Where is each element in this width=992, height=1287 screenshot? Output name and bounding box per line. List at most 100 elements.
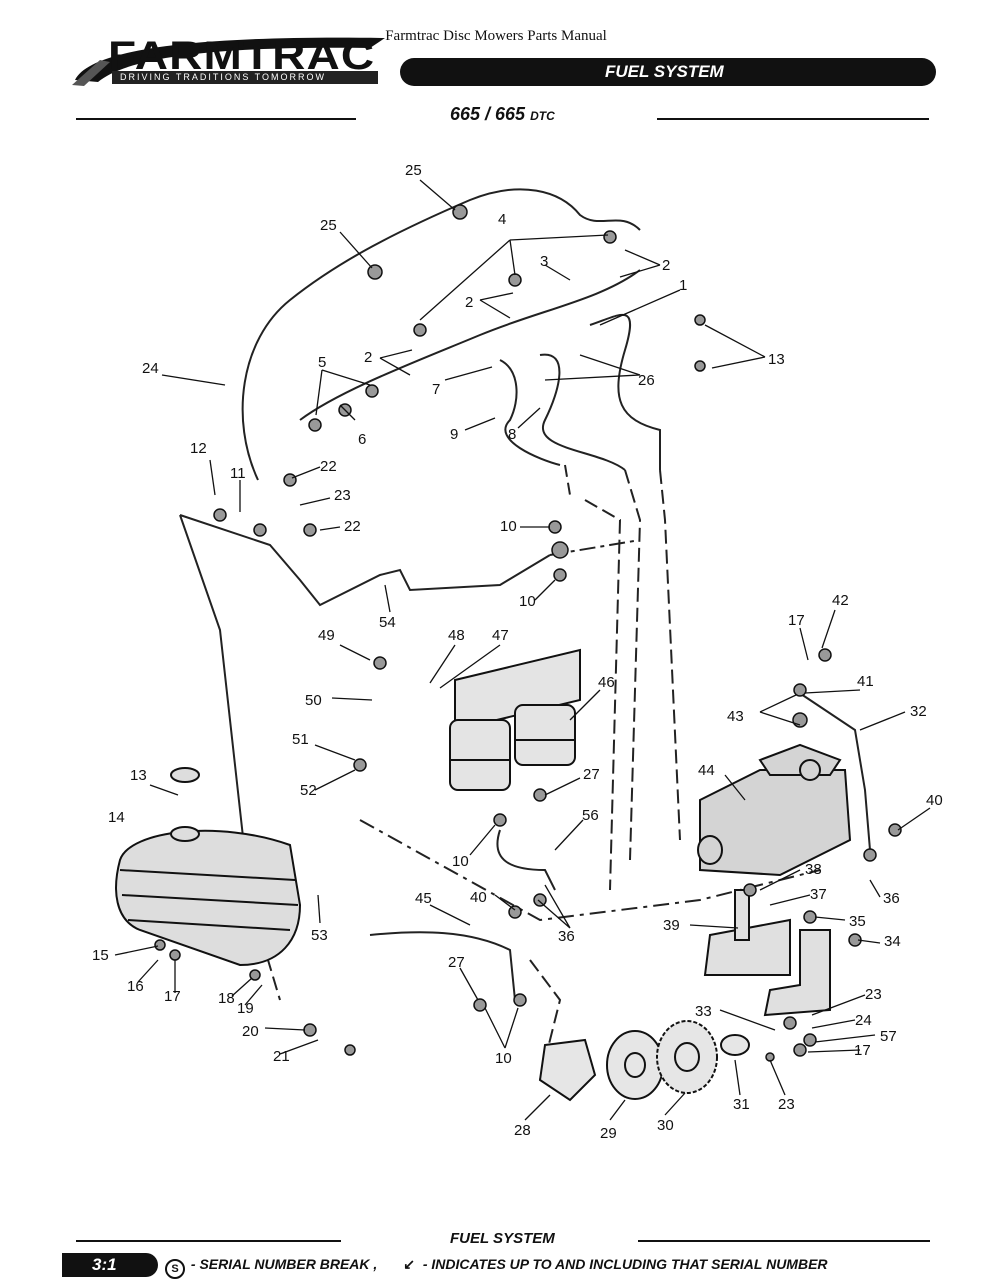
callout: 27 bbox=[448, 954, 465, 971]
callout: 52 bbox=[300, 782, 317, 799]
callout: 24 bbox=[142, 360, 159, 377]
callout: 40 bbox=[470, 889, 487, 906]
callout: 7 bbox=[432, 381, 440, 398]
document-title: Farmtrac Disc Mowers Parts Manual bbox=[385, 28, 607, 44]
callout: 19 bbox=[237, 1000, 254, 1017]
serial-break-text: - SERIAL NUMBER BREAK , bbox=[190, 1256, 378, 1272]
callout: 32 bbox=[910, 703, 927, 720]
callout: 45 bbox=[415, 890, 432, 907]
callout: 56 bbox=[582, 807, 599, 824]
leader-lines bbox=[114, 179, 931, 1121]
callout: 38 bbox=[805, 861, 822, 878]
footer-rule-left bbox=[76, 1240, 341, 1242]
callout: 34 bbox=[884, 933, 901, 950]
drive-gears bbox=[538, 1020, 750, 1102]
callout: 46 bbox=[598, 674, 615, 691]
callout: 44 bbox=[698, 762, 715, 779]
callout: 2 bbox=[465, 294, 473, 311]
callout: 11 bbox=[230, 465, 246, 482]
callout: 16 bbox=[127, 978, 144, 995]
model-suffix: DTC bbox=[530, 109, 555, 123]
footer-rule-right bbox=[638, 1240, 930, 1242]
callout: 47 bbox=[492, 627, 509, 644]
callout: 21 bbox=[273, 1048, 290, 1065]
callout: 39 bbox=[663, 917, 680, 934]
callout: 18 bbox=[218, 990, 235, 1007]
callout: 17 bbox=[854, 1042, 871, 1059]
callout: 33 bbox=[695, 1003, 712, 1020]
callout: 23 bbox=[778, 1096, 795, 1113]
model-title: 665 / 665 DTC bbox=[450, 104, 555, 125]
callout: 54 bbox=[379, 614, 396, 631]
callout: 20 bbox=[242, 1023, 259, 1040]
callout: 17 bbox=[788, 612, 805, 629]
callout: 31 bbox=[733, 1096, 750, 1113]
callout: 35 bbox=[849, 913, 866, 930]
rule-left bbox=[76, 118, 356, 120]
logo-tagline: DRIVING TRADITIONS TOMORROW bbox=[112, 71, 378, 84]
callout: 43 bbox=[727, 708, 744, 725]
callout: 57 bbox=[880, 1028, 897, 1045]
section-header-bar: FUEL SYSTEM bbox=[400, 58, 936, 86]
callout: 15 bbox=[92, 947, 109, 964]
footer-section-title: FUEL SYSTEM bbox=[450, 1230, 555, 1247]
logo-swoosh-icon bbox=[72, 37, 385, 86]
callout: 22 bbox=[344, 518, 361, 535]
serial-arrow-text: - INDICATES UP TO AND INCLUDING THAT SER… bbox=[422, 1256, 828, 1272]
callout: 1 bbox=[679, 277, 687, 294]
fuel-system-exploded-diagram: 25 25 4 3 2 2 2 1 13 24 5 26 7 6 9 8 12 … bbox=[92, 162, 943, 1142]
callout: 6 bbox=[358, 431, 366, 448]
callout: 22 bbox=[320, 458, 337, 475]
callout: 41 bbox=[857, 673, 874, 690]
fuel-tank bbox=[115, 767, 302, 967]
serial-break-icon: S bbox=[165, 1259, 185, 1279]
fuel-lines bbox=[179, 188, 871, 1081]
callout: 29 bbox=[600, 1125, 617, 1142]
callout: 10 bbox=[452, 853, 469, 870]
callout: 2 bbox=[662, 257, 670, 274]
callout: 2 bbox=[364, 349, 372, 366]
farmtrac-logo: FARMTRAC DRIVING TRADITIONS TOMORROW bbox=[70, 30, 390, 90]
callout: 36 bbox=[883, 890, 900, 907]
callout: 13 bbox=[768, 351, 785, 368]
callout: 50 bbox=[305, 692, 322, 709]
callout: 42 bbox=[832, 592, 849, 609]
callout: 26 bbox=[638, 372, 655, 389]
callout: 10 bbox=[500, 518, 517, 535]
page-number-badge: 3:1 bbox=[62, 1253, 158, 1277]
callout: 51 bbox=[292, 731, 309, 748]
injection-pump bbox=[697, 743, 852, 877]
callout: 9 bbox=[450, 426, 458, 443]
callout: 8 bbox=[508, 426, 516, 443]
callout: 4 bbox=[498, 211, 506, 228]
callout: 5 bbox=[318, 354, 326, 371]
fuel-filter-assembly bbox=[449, 648, 581, 791]
callout: 24 bbox=[855, 1012, 872, 1029]
callout: 28 bbox=[514, 1122, 531, 1139]
callout: 36 bbox=[558, 928, 575, 945]
callout: 37 bbox=[810, 886, 827, 903]
callout: 13 bbox=[130, 767, 147, 784]
feed-pump-bracket bbox=[703, 889, 831, 1017]
callout: 30 bbox=[657, 1117, 674, 1134]
callout: 40 bbox=[926, 792, 943, 809]
callout: 10 bbox=[495, 1050, 512, 1067]
callout: 25 bbox=[405, 162, 422, 179]
callout: 48 bbox=[448, 627, 465, 644]
callout: 53 bbox=[311, 927, 328, 944]
callout: 12 bbox=[190, 440, 207, 457]
callout: 23 bbox=[865, 986, 882, 1003]
logo-wordmark: FARMTRAC bbox=[108, 34, 376, 78]
callout: 49 bbox=[318, 627, 335, 644]
model-number: 665 / 665 bbox=[450, 104, 526, 124]
callout: 10 bbox=[519, 593, 536, 610]
callout: 25 bbox=[320, 217, 337, 234]
callout: 17 bbox=[164, 988, 181, 1005]
callout: 27 bbox=[583, 766, 600, 783]
callout: 3 bbox=[540, 253, 548, 270]
callout: 14 bbox=[108, 809, 125, 826]
serial-arrow-icon: ↙ bbox=[403, 1256, 415, 1272]
rule-right bbox=[657, 118, 929, 120]
serial-legend: S - SERIAL NUMBER BREAK , ↙ - INDICATES … bbox=[165, 1256, 828, 1279]
callout: 23 bbox=[334, 487, 351, 504]
